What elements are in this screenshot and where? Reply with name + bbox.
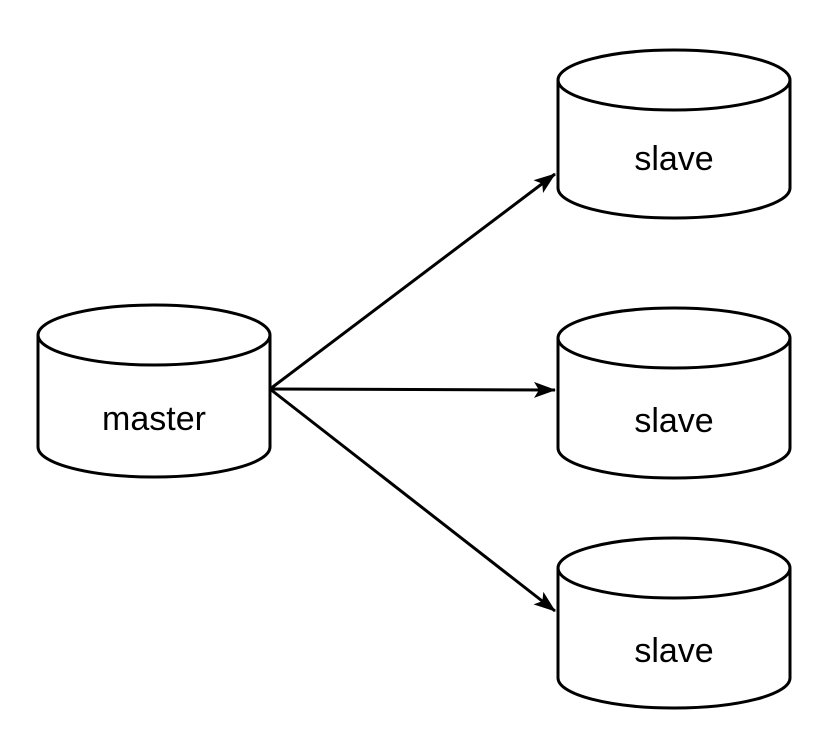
database-cylinder-top-icon bbox=[556, 536, 792, 600]
database-cylinder-top-icon bbox=[556, 48, 792, 112]
database-cylinder-icon bbox=[556, 80, 792, 220]
database-cylinder-top-icon bbox=[36, 303, 272, 367]
database-cylinder-icon bbox=[556, 338, 792, 480]
slave-2-label: slave bbox=[634, 402, 713, 440]
database-cylinder-top-icon bbox=[556, 306, 792, 370]
slave-3-label: slave bbox=[634, 632, 713, 670]
database-cylinder-icon bbox=[36, 335, 272, 479]
database-cylinder-icon bbox=[556, 568, 792, 710]
node-master: master bbox=[36, 303, 272, 479]
node-slave-2: slave bbox=[556, 306, 792, 480]
arrow-master-to-slave-1 bbox=[269, 172, 556, 391]
arrow-master-to-slave-2 bbox=[269, 381, 556, 398]
arrow-master-to-slave-3 bbox=[269, 387, 556, 613]
master-label: master bbox=[102, 400, 206, 438]
node-slave-1: slave bbox=[556, 48, 792, 220]
slave-1-label: slave bbox=[634, 140, 713, 178]
edges bbox=[269, 172, 556, 613]
node-slave-3: slave bbox=[556, 536, 792, 710]
